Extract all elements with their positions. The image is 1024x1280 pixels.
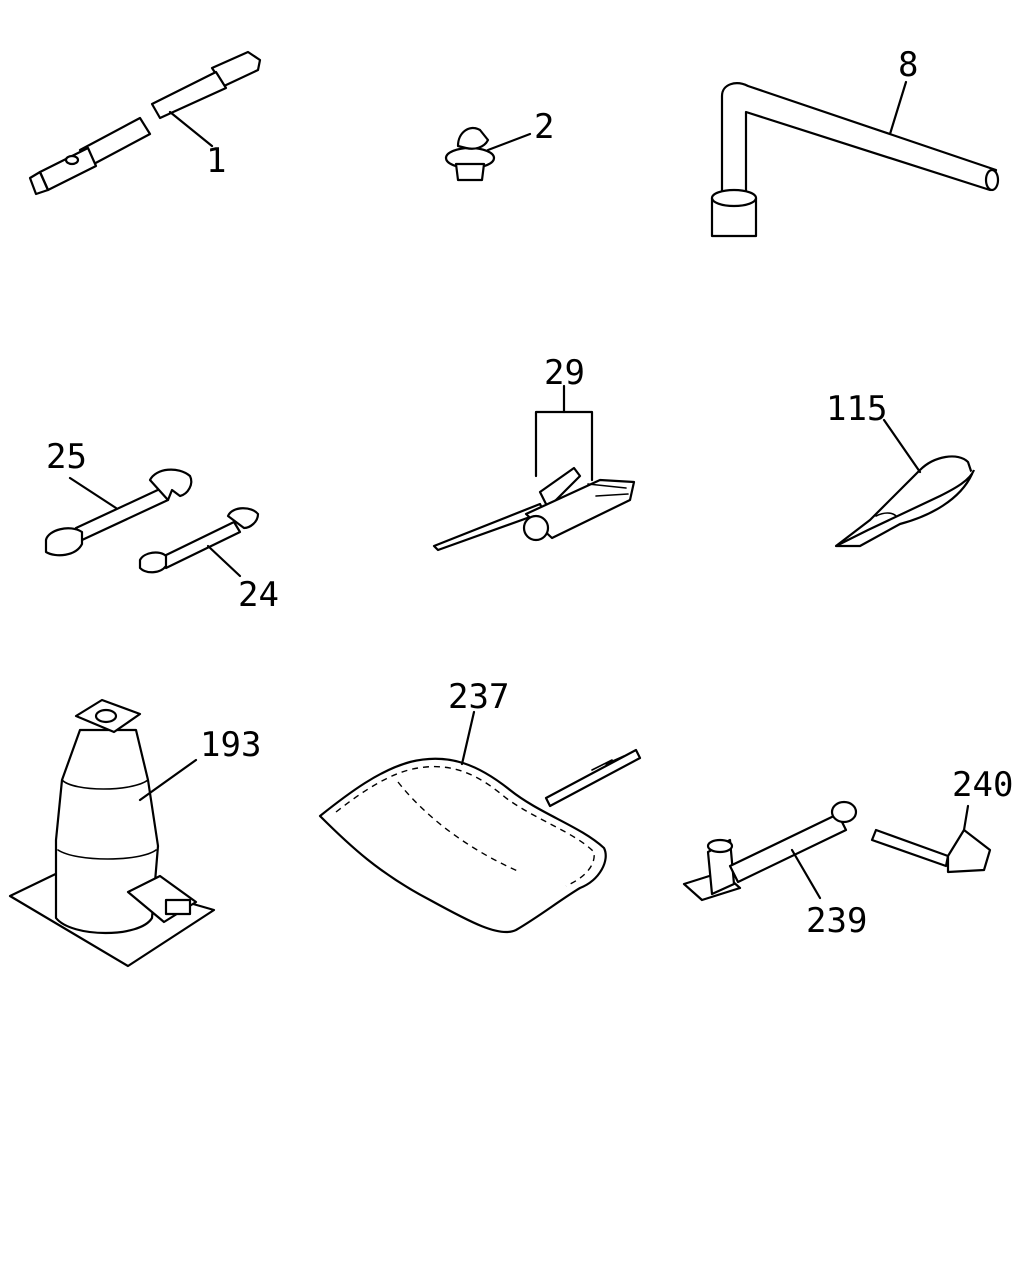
callout-29: 29 [544, 353, 585, 393]
bottle-jack-drawing [8, 698, 216, 968]
callout-240: 240 [952, 765, 1013, 805]
clip-drawing [444, 126, 532, 182]
jack-handle-drawing [682, 800, 858, 902]
callout-193: 193 [200, 725, 261, 765]
wheel-wrench-drawing [710, 80, 1000, 238]
callout-25: 25 [46, 437, 87, 477]
spanner-large-drawing [44, 468, 193, 557]
screwdriver-drawing [432, 384, 636, 552]
callout-24: 24 [238, 575, 279, 615]
tool-bag-drawing [318, 710, 642, 934]
callout-1: 1 [206, 141, 226, 181]
callout-8: 8 [898, 45, 918, 85]
callout-239: 239 [806, 901, 867, 941]
callout-115: 115 [826, 389, 887, 429]
callout-2: 2 [534, 107, 554, 147]
crank-handle-drawing [870, 804, 992, 874]
spanner-small-drawing [138, 507, 260, 578]
callout-237: 237 [448, 677, 509, 717]
pliers-drawing [834, 418, 976, 548]
extension-rod-drawing [28, 50, 262, 196]
